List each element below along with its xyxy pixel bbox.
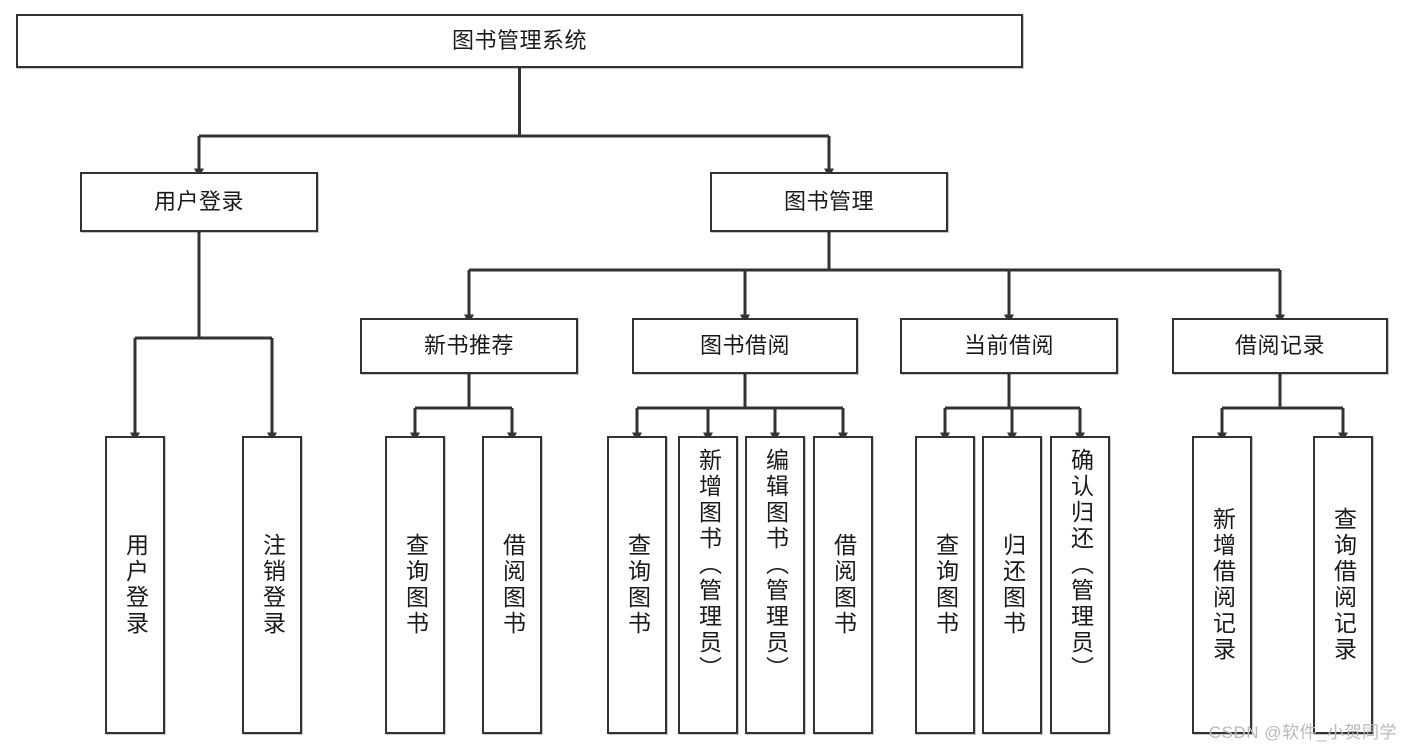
node-label: 编辑图书（管理员） (762, 448, 789, 682)
node-current-borrow: 当前借阅 (900, 318, 1118, 374)
node-leaf-user-login: 用户登录 (105, 436, 165, 734)
node-label: 借阅图书 (830, 533, 857, 637)
node-new-book-recommend: 新书推荐 (360, 318, 578, 374)
node-label: 图书管理 (783, 189, 874, 215)
node-leaf-query-book-rec: 查询图书 (385, 436, 445, 734)
node-leaf-confirm-return: 确认归还（管理员） (1050, 436, 1110, 734)
node-book-manage: 图书管理 (710, 172, 948, 232)
node-leaf-borrow-book-rec: 借阅图书 (482, 436, 542, 734)
node-book-borrow: 图书借阅 (632, 318, 858, 374)
node-label: 新增借阅记录 (1209, 507, 1236, 663)
node-label: 借阅图书 (499, 533, 526, 637)
node-label: 确认归还（管理员） (1067, 448, 1094, 682)
node-root: 图书管理系统 (16, 14, 1023, 68)
node-label: 归还图书 (999, 533, 1026, 637)
node-leaf-add-record: 新增借阅记录 (1192, 436, 1252, 734)
node-leaf-borrow-book: 借阅图书 (813, 436, 873, 734)
node-leaf-return-book: 归还图书 (982, 436, 1042, 734)
node-borrow-record: 借阅记录 (1172, 318, 1388, 374)
node-label: 用户登录 (122, 533, 149, 637)
node-label: 新书推荐 (423, 333, 514, 359)
node-label: 查询借阅记录 (1330, 507, 1357, 663)
node-label: 查询图书 (402, 533, 429, 637)
node-leaf-add-book: 新增图书（管理员） (678, 436, 738, 734)
node-label: 查询图书 (932, 533, 959, 637)
node-label: 用户登录 (153, 189, 244, 215)
node-user-login: 用户登录 (80, 172, 318, 232)
node-label: 注销登录 (259, 533, 286, 637)
node-label: 新增图书（管理员） (695, 448, 722, 682)
node-leaf-edit-book: 编辑图书（管理员） (745, 436, 805, 734)
node-label: 图书借阅 (699, 333, 790, 359)
node-label: 当前借阅 (963, 333, 1054, 359)
node-leaf-logout: 注销登录 (242, 436, 302, 734)
node-label: 查询图书 (624, 533, 651, 637)
node-label: 图书管理系统 (451, 28, 587, 54)
node-leaf-query-book-borrow: 查询图书 (607, 436, 667, 734)
node-label: 借阅记录 (1234, 333, 1325, 359)
node-leaf-query-book-cur: 查询图书 (915, 436, 975, 734)
node-leaf-query-record: 查询借阅记录 (1313, 436, 1373, 734)
